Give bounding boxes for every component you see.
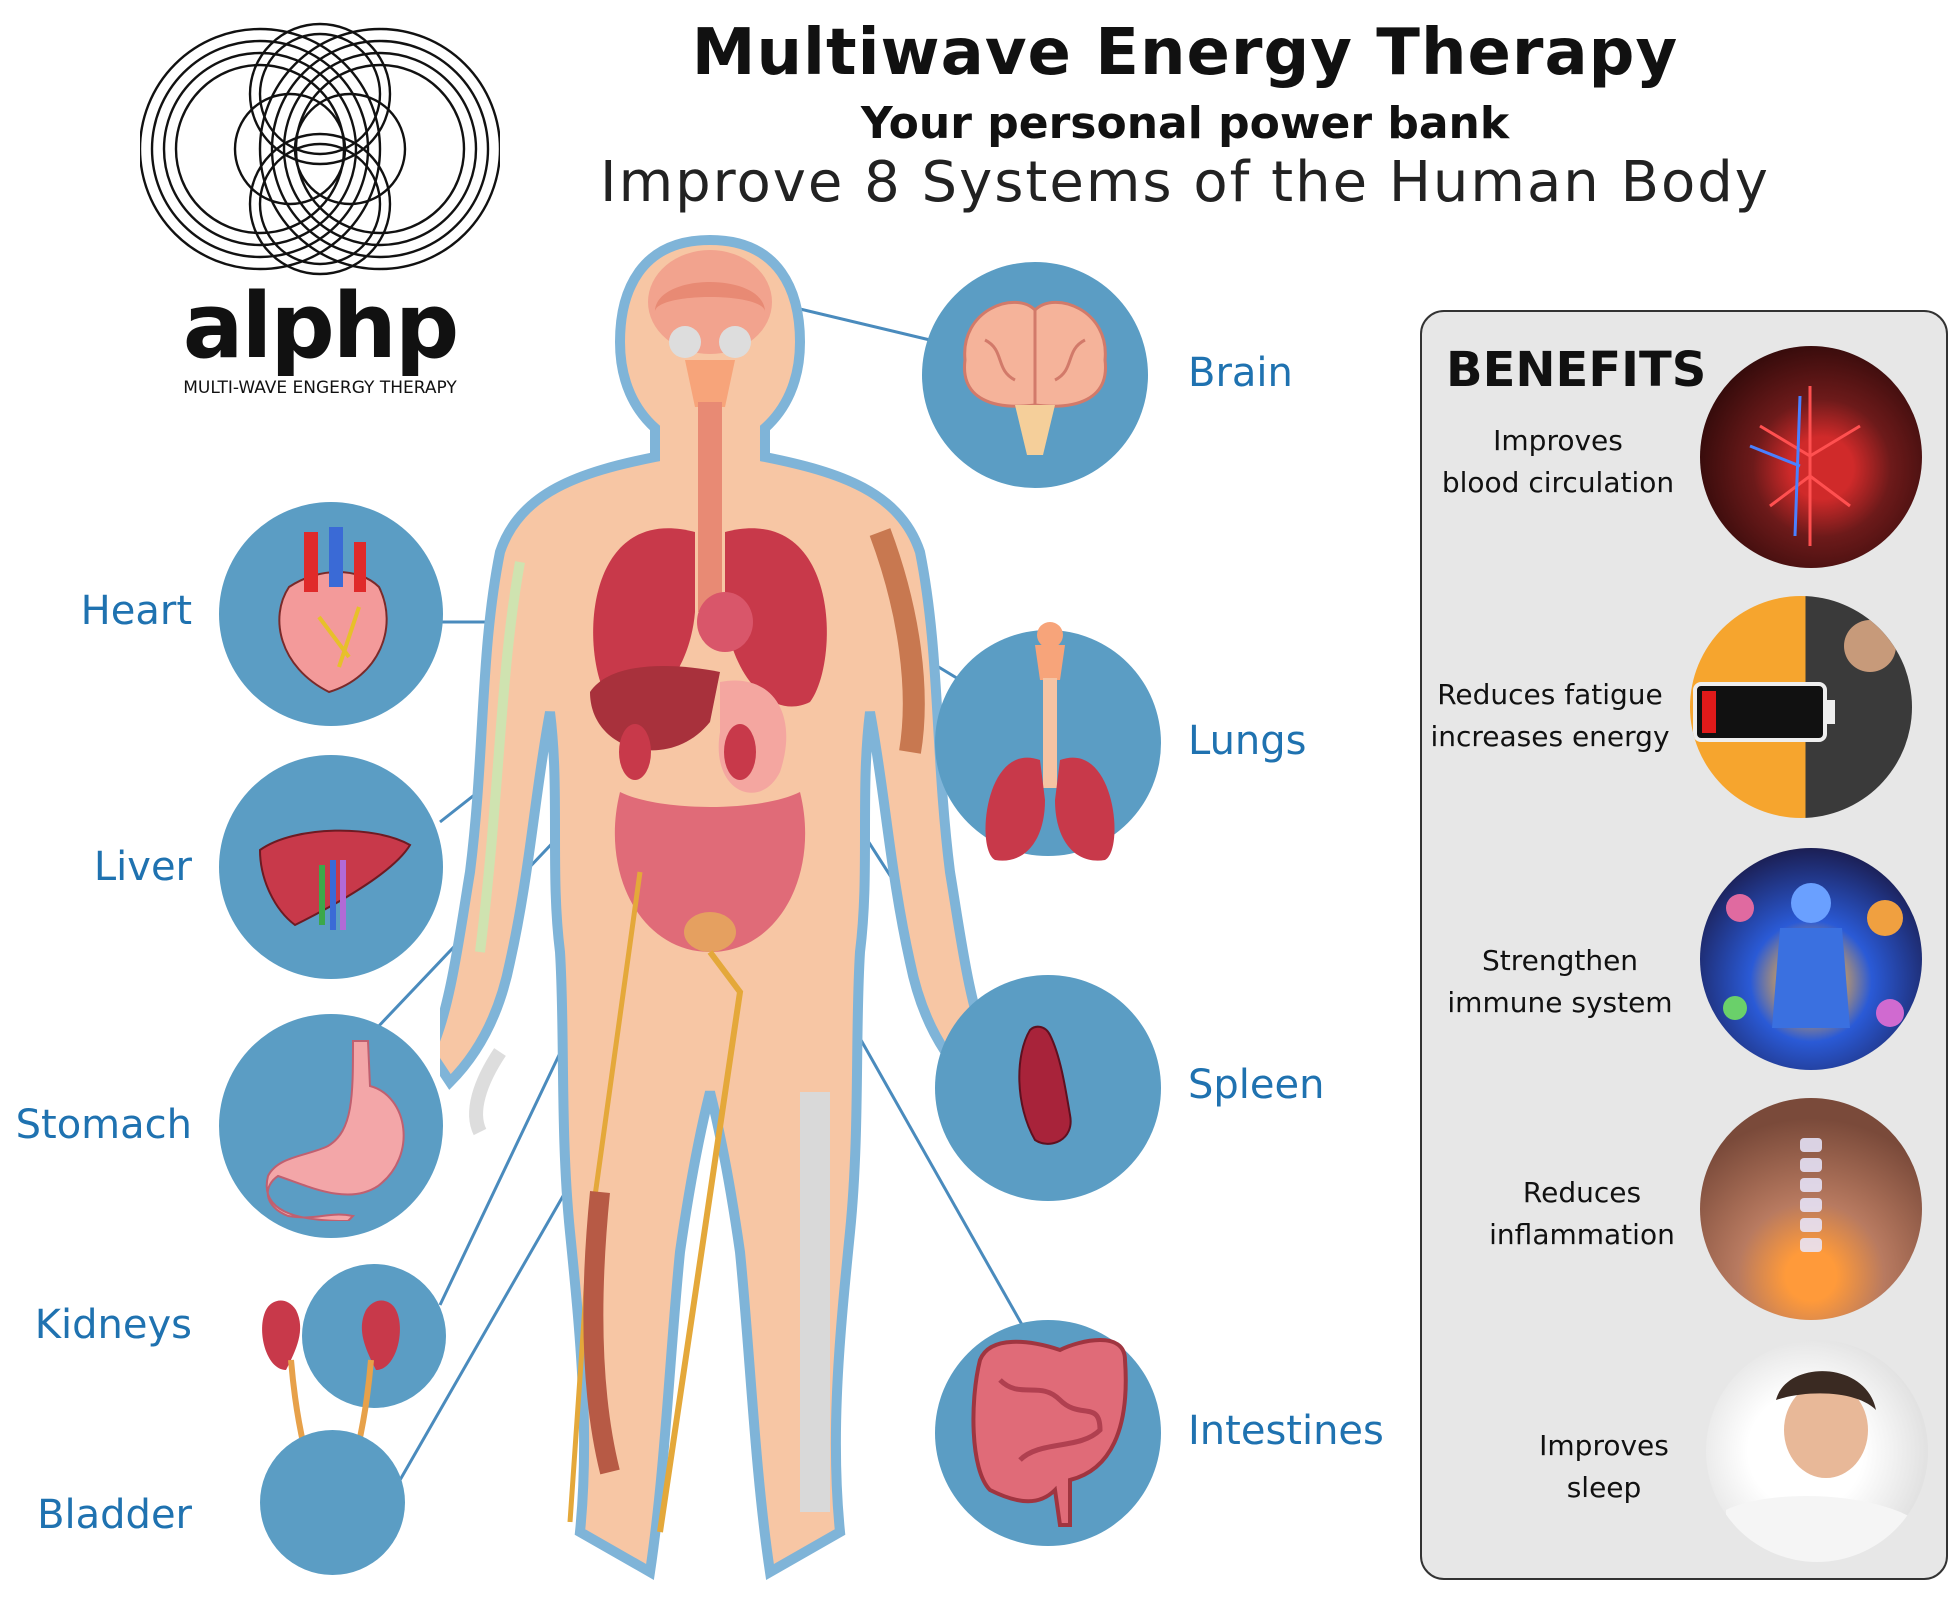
benefit-line: blood circulation bbox=[1441, 466, 1675, 499]
benefits-title: BENEFITS bbox=[1446, 342, 1707, 398]
immune-body-icon bbox=[1723, 883, 1904, 1028]
organ-label-brain: Brain bbox=[1188, 350, 1293, 396]
benefit-text-fatigue: Reduces fatigue increases energy bbox=[1420, 674, 1680, 758]
benefit-line: Reduces fatigue bbox=[1437, 678, 1663, 711]
logo-caption: MULTI-WAVE ENGERGY THERAPY bbox=[183, 378, 457, 398]
organ-label-stomach: Stomach bbox=[15, 1102, 192, 1148]
immune-image bbox=[1700, 848, 1922, 1070]
organ-label-intestines: Intestines bbox=[1188, 1408, 1384, 1454]
low-battery-image bbox=[1690, 596, 1912, 818]
page-title: Multiwave Energy Therapy bbox=[691, 16, 1679, 90]
brain-icon bbox=[963, 300, 1107, 455]
heart-icon bbox=[278, 527, 388, 694]
organ-label-bladder: Bladder bbox=[37, 1492, 192, 1538]
circulation-image bbox=[1700, 346, 1922, 568]
benefit-text-inflammation: Reduces inflammation bbox=[1452, 1172, 1712, 1256]
benefit-text-immune: Strengthen immune system bbox=[1430, 940, 1690, 1024]
benefit-line: Improves bbox=[1493, 424, 1623, 457]
benefit-line: sleep bbox=[1566, 1471, 1642, 1504]
sleeping-person-icon bbox=[1726, 1371, 1916, 1562]
benefit-text-circulation: Improves blood circulation bbox=[1428, 420, 1688, 504]
logo-rings-icon bbox=[140, 22, 500, 276]
logo-wordmark: alphp bbox=[182, 274, 460, 379]
organ-label-spleen: Spleen bbox=[1188, 1062, 1325, 1108]
lungs-icon bbox=[985, 622, 1115, 861]
liver-icon bbox=[258, 829, 412, 930]
organ-label-kidneys: Kidneys bbox=[34, 1302, 192, 1348]
benefit-line: immune system bbox=[1447, 986, 1673, 1019]
page-subtitle: Your personal power bank bbox=[860, 98, 1510, 149]
battery-icon bbox=[1693, 620, 1896, 742]
intestines-icon bbox=[971, 1338, 1128, 1527]
benefit-line: inflammation bbox=[1489, 1218, 1675, 1251]
spine-icon bbox=[1800, 1138, 1822, 1252]
stomach-icon bbox=[265, 1040, 405, 1221]
organ-label-lungs: Lungs bbox=[1188, 718, 1307, 764]
benefit-text-sleep: Improves sleep bbox=[1474, 1425, 1734, 1509]
organ-label-heart: Heart bbox=[80, 588, 192, 634]
sleep-image bbox=[1706, 1340, 1928, 1562]
human-body-illustration bbox=[440, 234, 980, 1580]
benefit-line: Strengthen bbox=[1481, 944, 1639, 977]
spleen-icon bbox=[1018, 1025, 1072, 1145]
stomach-circle bbox=[219, 1014, 443, 1238]
bladder-circle bbox=[260, 1430, 405, 1575]
benefit-line: increases energy bbox=[1430, 720, 1670, 753]
blood-vessels-icon bbox=[1749, 386, 1861, 546]
benefit-line: Reduces bbox=[1522, 1176, 1642, 1209]
back-pain-image bbox=[1700, 1098, 1922, 1320]
organ-label-liver: Liver bbox=[93, 844, 192, 890]
page-tagline: Improve 8 Systems of the Human Body bbox=[600, 150, 1770, 215]
benefit-line: Improves bbox=[1539, 1429, 1669, 1462]
